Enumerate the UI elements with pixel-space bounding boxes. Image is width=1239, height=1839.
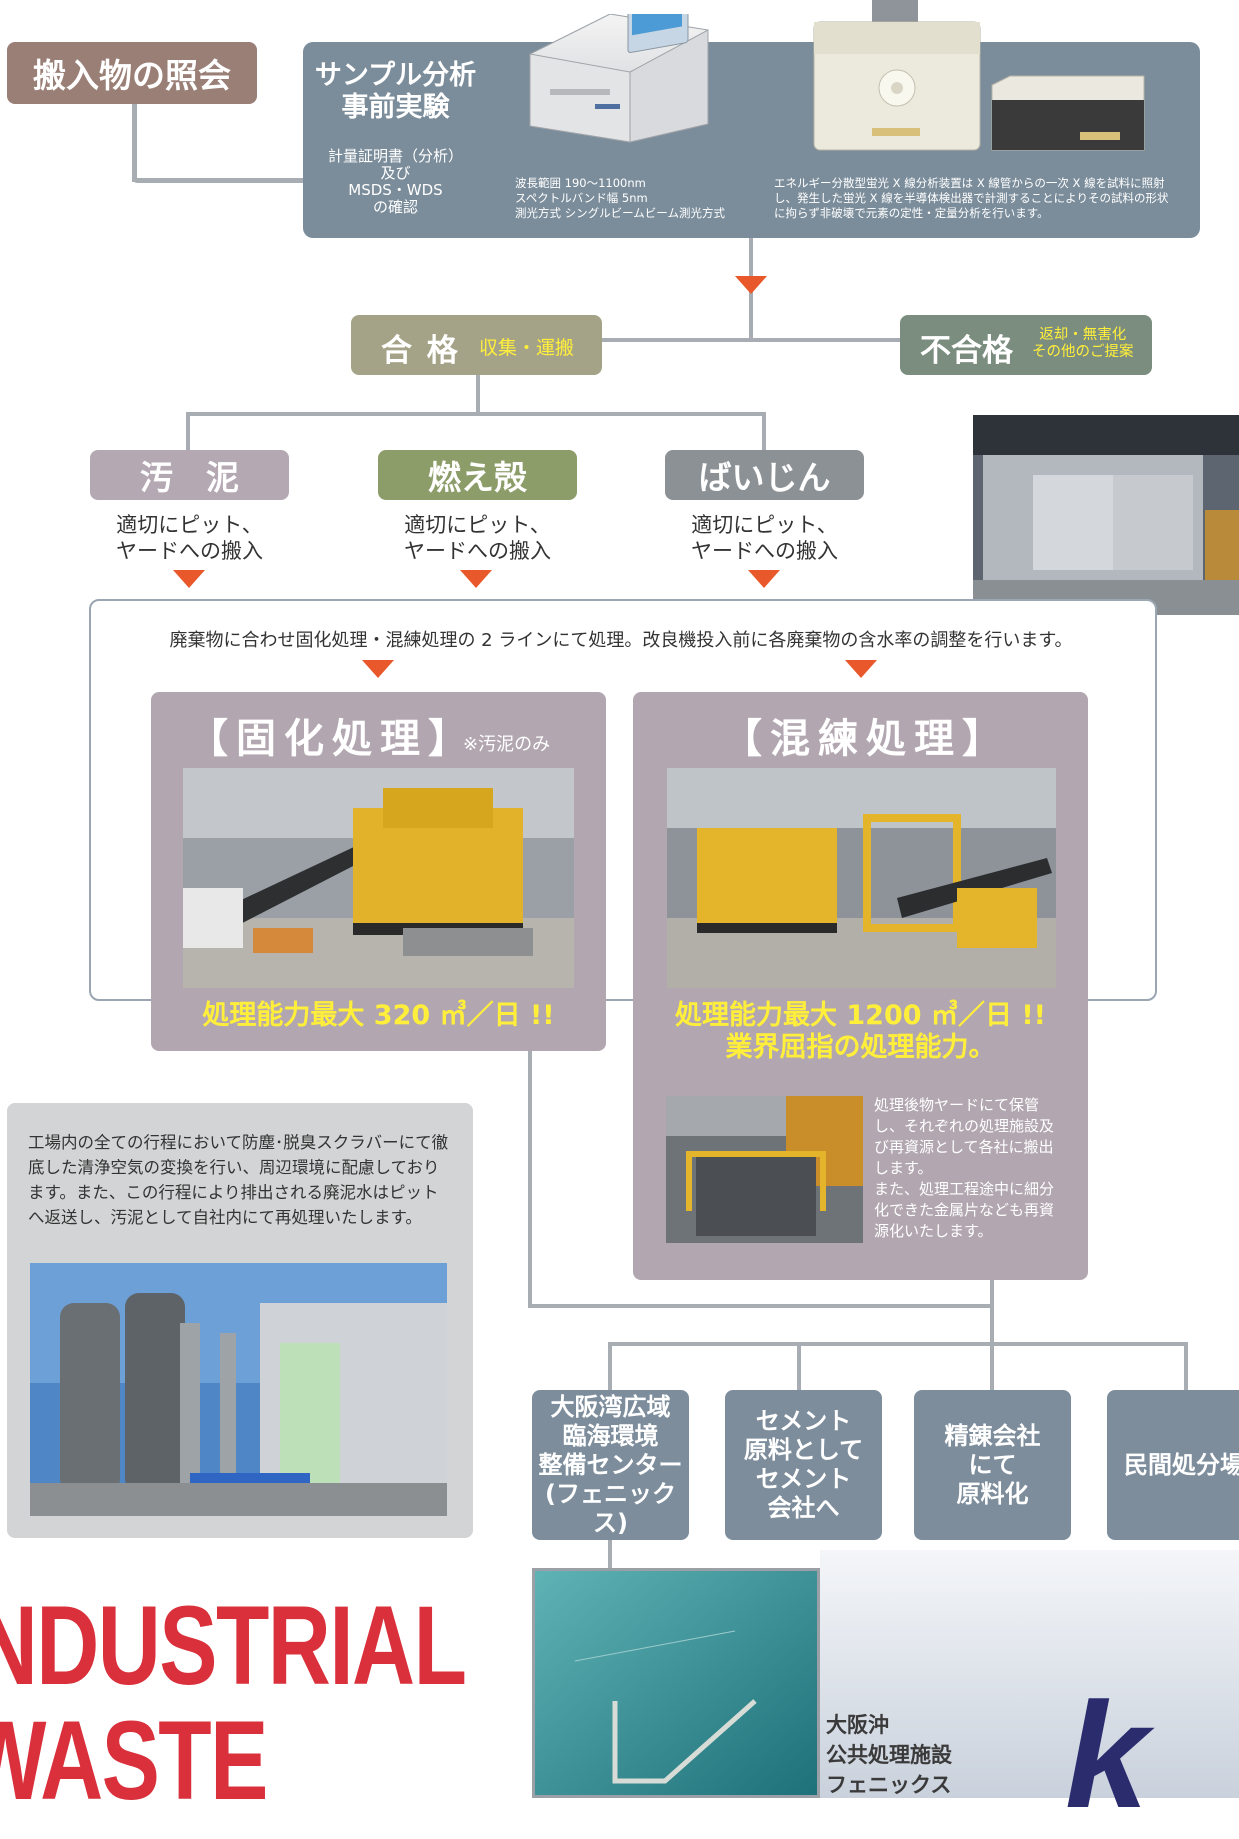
connector [528,1304,994,1308]
destination-smelter: 精錬会社 にて 原料化 [914,1390,1071,1540]
destination-cement: セメント 原料として セメント 会社へ [725,1390,882,1540]
flow-arrow [845,660,877,678]
phoenix-caption: 大阪沖 公共処理施設 フェニックス [826,1713,952,1797]
fail-box: 不合格 返却・無害化 その他のご提案 [900,315,1152,375]
connector [608,1342,1188,1346]
destination-private-landfill: 民間処分場 [1107,1390,1239,1540]
flow-arrow [362,660,394,678]
process-intro: 廃棄物に合わせ固化処理・混練処理の 2 ラインにて処理。改良機投入前に各廃棄物の… [169,630,1073,651]
spectrophotometer-image [520,0,710,144]
kneading-title: 【混練処理】 [722,716,1010,762]
sample-analysis-panel: サンプル分析 事前実験 計量証明書（分析） 及び MSDS・WDS の確認 波長… [303,42,1200,238]
connector [598,338,903,342]
solidify-title: 【固化処理】 [188,716,476,762]
solidify-capacity: 処理能力最大 320 ㎥／日 !! [202,1000,555,1031]
solidify-note: ※汚泥のみ [463,734,551,755]
category-sludge-note: 適切にピット、 ヤードへの搬入 [116,513,263,563]
category-sludge: 汚 泥 [90,450,289,500]
category-soot-note: 適切にピット、 ヤードへの搬入 [691,513,838,563]
kneading-machine-photo [667,768,1056,988]
connector [608,1342,612,1392]
connector [132,100,137,182]
banner-line2: WASTE [0,1698,268,1823]
connector [1184,1342,1188,1392]
connector [132,178,307,183]
storage-pit-photo [666,1096,863,1243]
pass-label: 合 格 [381,333,460,369]
flow-arrow [173,570,205,588]
kneading-capacity: 処理能力最大 1200 ㎥／日 !! 業界屈指の処理能力。 [675,1000,1046,1063]
category-cinders: 燃え殻 [378,450,577,500]
pass-box: 合 格 収集・運搬 [351,315,602,375]
fail-sub: 返却・無害化 その他のご提案 [1032,327,1134,360]
banner-line1: INDUSTRIAL [0,1583,467,1708]
flow-arrow [735,276,767,294]
flow-arrow [460,570,492,588]
connector [608,1538,612,1570]
connector [762,412,766,452]
phoenix-aerial-photo [532,1568,820,1798]
fail-label: 不合格 [920,333,1013,369]
xrf-desc: エネルギー分散型蛍光 X 線分析装置は X 線管からの一次 X 線を試料に照射し… [774,176,1169,220]
logo-mark: k [1065,1671,1149,1839]
category-cinders-note: 適切にピット、 ヤードへの搬入 [404,513,551,563]
connector [186,412,766,416]
scrubber-photo [30,1263,447,1516]
destination-phoenix: 大阪湾広域 臨海環境 整備センター (フェニックス) [532,1390,689,1540]
scrubber-text: 工場内の全ての行程において防塵･脱臭スクラバーにて徹底した清浄空気の変換を行い、… [28,1133,449,1227]
storage-yard-photo [973,415,1239,615]
category-soot: ばいじん [665,450,864,500]
connector [476,375,480,415]
connector [528,1050,532,1308]
kneading-desc: 処理後物ヤードにて保管し、それぞれの処理施設及び再資源として各社に搬出します。 … [874,1096,1055,1240]
spectro-spec: 波長範囲 190〜1100nm スペクトルバンド幅 5nm 測光方式 シングルビ… [515,176,725,220]
pass-sub: 収集・運搬 [479,337,575,359]
inquiry-label: 搬入物の照会 [7,42,257,104]
connector [186,412,190,452]
flow-arrow [748,570,780,588]
connector [797,1342,801,1392]
xrf-analyzer-image [812,0,1197,155]
sample-analysis-title: サンプル分析 事前実験 [314,60,477,123]
solidify-machine-photo [183,768,574,988]
sample-docs: 計量証明書（分析） 及び MSDS・WDS の確認 [327,147,463,216]
connector [990,1275,994,1390]
sky-background [820,1550,1239,1798]
